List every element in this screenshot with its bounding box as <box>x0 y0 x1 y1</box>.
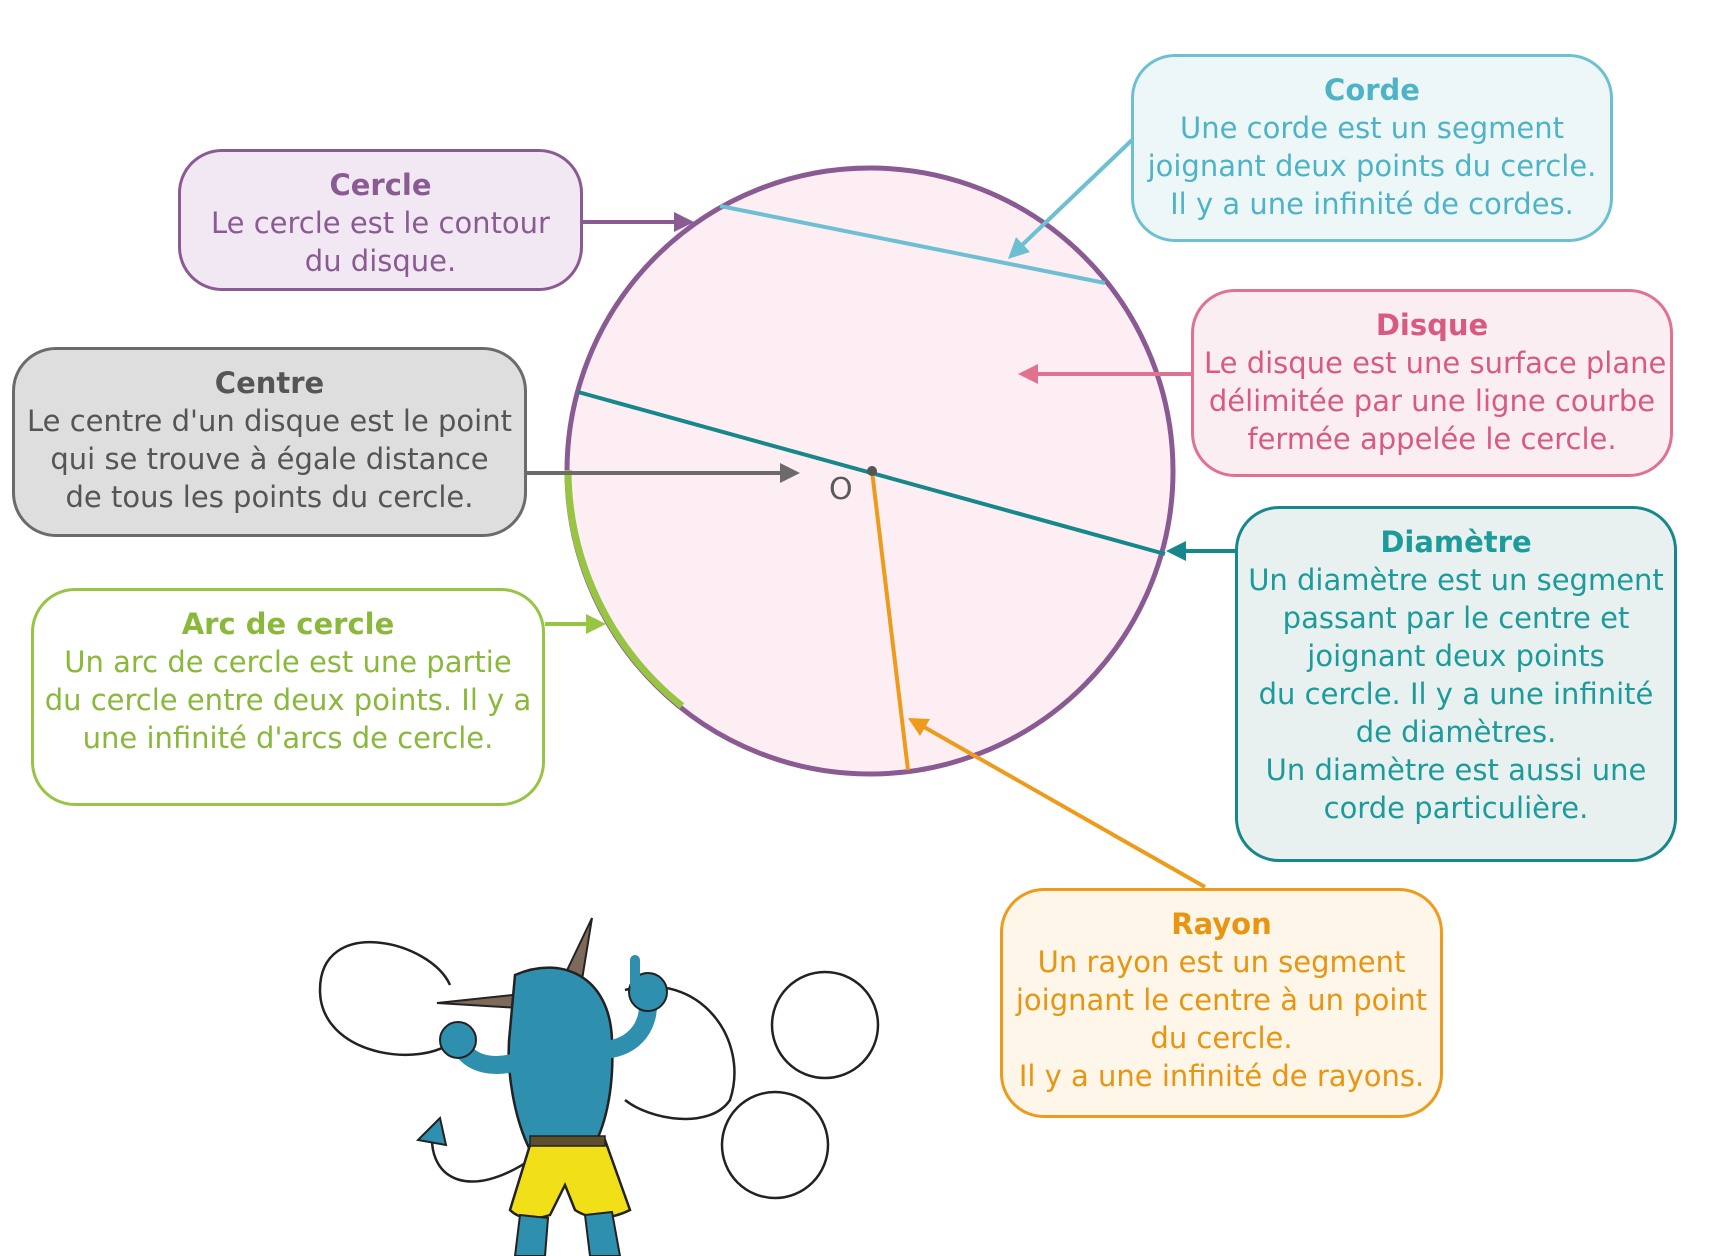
card-centre-line: de tous les points du cercle. <box>65 480 474 514</box>
arrow-centre <box>527 463 800 483</box>
card-diametre-title: Diamètre <box>1380 525 1532 559</box>
card-corde-line: joignant deux points du cercle. <box>1147 149 1597 183</box>
card-arc: Arc de cercle Un arc de cercle est une p… <box>31 588 545 806</box>
card-disque-title: Disque <box>1375 308 1489 342</box>
card-diametre: Diamètre Un diamètre est un segment pass… <box>1235 506 1677 862</box>
card-corde-line: Une corde est un segment <box>1180 111 1564 145</box>
card-disque-line: Le disque est une surface plane <box>1204 346 1667 380</box>
arrow-arc <box>545 614 606 634</box>
card-rayon-line: Il y a une infinité de rayons. <box>1018 1059 1425 1093</box>
mascot-illustration <box>318 917 880 1256</box>
card-centre-title: Centre <box>214 366 325 400</box>
card-arc-line: une infinité d'arcs de cercle. <box>82 721 494 755</box>
arrow-rayon <box>908 718 1206 889</box>
arrow-corde <box>1008 138 1134 259</box>
card-diametre-line: de diamètres. <box>1355 715 1557 749</box>
card-corde: Corde Une corde est un segment joignant … <box>1131 54 1613 242</box>
card-diametre-line: passant par le centre et <box>1282 601 1630 635</box>
card-rayon-line: du cercle. <box>1150 1021 1293 1055</box>
card-cercle-line: du disque. <box>304 244 457 278</box>
card-centre: Centre Le centre d'un disque est le poin… <box>12 347 527 537</box>
card-cercle: Cercle Le cercle est le contour du disqu… <box>178 149 583 291</box>
card-diametre-line: corde particulière. <box>1323 791 1589 825</box>
center-point <box>867 466 877 476</box>
radius-segment <box>870 470 910 771</box>
card-rayon: Rayon Un rayon est un segment joignant l… <box>1000 888 1443 1118</box>
arrow-cercle <box>583 212 694 232</box>
card-disque-line: délimitée par une ligne courbe <box>1208 384 1656 418</box>
card-diametre-line: joignant deux points <box>1307 639 1605 673</box>
card-rayon-line: joignant le centre à un point <box>1015 983 1428 1017</box>
card-disque-line: fermée appelée le cercle. <box>1247 422 1617 456</box>
card-arc-line: du cercle entre deux points. Il y a <box>44 683 532 717</box>
card-rayon-title: Rayon <box>1171 907 1272 941</box>
card-arc-title: Arc de cercle <box>181 607 395 641</box>
card-rayon-line: Un rayon est un segment <box>1037 945 1406 979</box>
card-corde-title: Corde <box>1324 73 1420 107</box>
card-corde-line: Il y a une infinité de cordes. <box>1170 187 1574 221</box>
card-disque: Disque Le disque est une surface plane d… <box>1191 289 1673 477</box>
card-cercle-line: Le cercle est le contour <box>211 206 550 240</box>
card-arc-line: Un arc de cercle est une partie <box>64 645 512 679</box>
arrow-diametre <box>1166 541 1236 561</box>
card-diametre-line: du cercle. Il y a une infinité <box>1258 677 1654 711</box>
arc-segment <box>564 469 685 709</box>
card-centre-line: qui se trouve à égale distance <box>50 442 489 476</box>
card-diametre-line: Un diamètre est aussi une <box>1265 753 1647 787</box>
card-centre-line: Le centre d'un disque est le point <box>27 404 512 438</box>
card-cercle-title: Cercle <box>329 168 432 202</box>
arrow-disque <box>1018 364 1193 384</box>
chord-segment <box>719 204 1106 285</box>
center-point-label: O <box>829 472 853 507</box>
card-diametre-line: Un diamètre est un segment <box>1248 563 1664 597</box>
